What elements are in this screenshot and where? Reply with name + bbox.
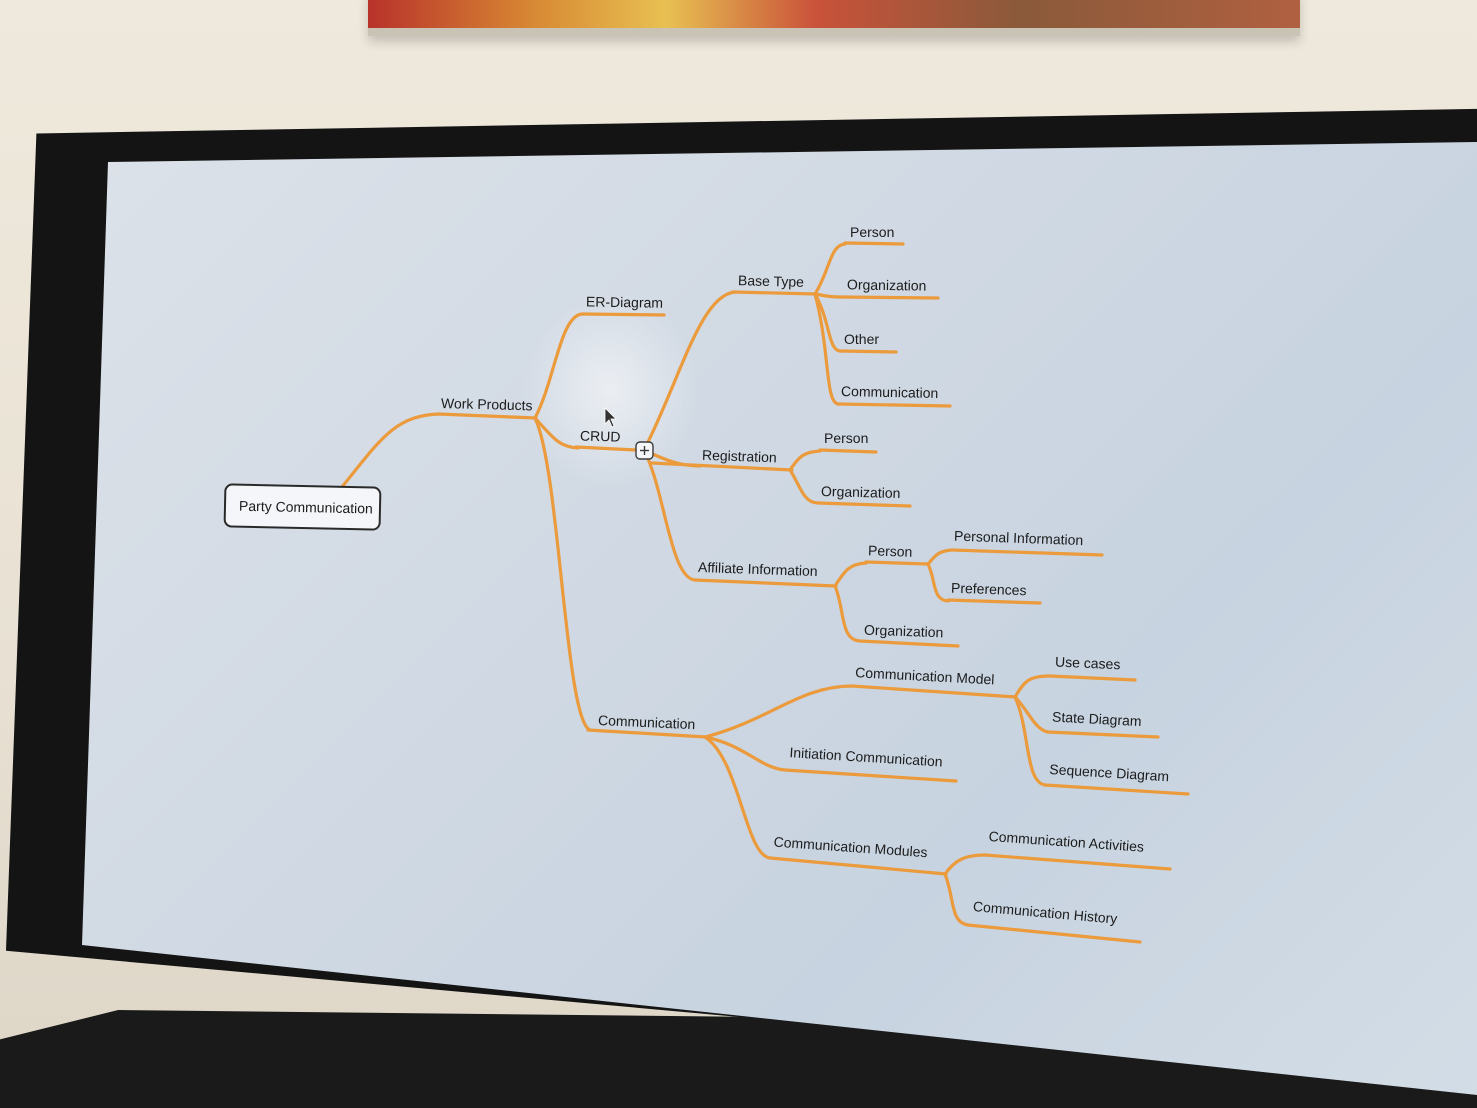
link-crud-basetype <box>642 290 737 452</box>
link-workproducts-erdiagram <box>533 312 584 420</box>
link-affiliate-person <box>833 561 868 588</box>
node-affiliate-person[interactable]: Person <box>868 542 913 560</box>
link-root-workproducts <box>340 412 442 489</box>
link-communication-modules <box>703 735 772 860</box>
root-label: Party Communication <box>239 498 373 517</box>
link-modules-history <box>943 872 970 927</box>
link-basetype-other <box>813 292 842 353</box>
node-communication-activities[interactable]: Communication Activities <box>988 828 1144 855</box>
node-er-diagram[interactable]: ER-Diagram <box>586 293 663 310</box>
mindmap-underlines <box>436 241 1190 944</box>
node-base-type-communication[interactable]: Communication <box>841 383 939 401</box>
node-initiation-communication[interactable]: Initiation Communication <box>789 744 943 769</box>
node-crud[interactable]: CRUD <box>580 428 621 445</box>
node-base-type-person[interactable]: Person <box>850 224 894 240</box>
node-base-type-organization[interactable]: Organization <box>847 276 927 293</box>
node-affiliate-organization[interactable]: Organization <box>864 622 944 641</box>
mindmap-links <box>340 242 1052 927</box>
mouse-cursor-icon <box>604 407 617 428</box>
link-communication-model <box>703 684 854 739</box>
link-registration-organization <box>788 468 820 505</box>
link-registration-person <box>788 449 822 472</box>
node-communication-modules[interactable]: Communication Modules <box>773 834 928 861</box>
node-communication-history[interactable]: Communication History <box>972 898 1118 927</box>
expand-collapse-icon[interactable] <box>635 441 654 460</box>
node-preferences[interactable]: Preferences <box>951 580 1027 599</box>
node-sequence-diagram[interactable]: Sequence Diagram <box>1049 761 1170 784</box>
link-crud-affiliate <box>642 448 697 582</box>
node-work-products[interactable]: Work Products <box>441 395 533 413</box>
link-model-sequencediagram <box>1013 695 1047 787</box>
link-basetype-organization <box>813 292 844 299</box>
link-communication-initiation <box>703 735 787 772</box>
link-person-personalinfo <box>926 548 954 566</box>
node-affiliate-information[interactable]: Affiliate Information <box>698 559 818 579</box>
node-personal-information[interactable]: Personal Information <box>954 528 1084 548</box>
node-base-type-other[interactable]: Other <box>844 331 879 347</box>
node-registration-person[interactable]: Person <box>824 430 868 446</box>
link-basetype-communication <box>813 292 840 406</box>
node-communication[interactable]: Communication <box>598 712 696 732</box>
node-registration[interactable]: Registration <box>702 447 777 466</box>
node-state-diagram[interactable]: State Diagram <box>1052 709 1142 730</box>
node-use-cases[interactable]: Use cases <box>1055 653 1121 672</box>
link-workproducts-crud <box>533 416 580 450</box>
link-workproducts-communication <box>533 416 592 732</box>
node-registration-organization[interactable]: Organization <box>821 483 901 501</box>
node-base-type[interactable]: Base Type <box>738 272 805 290</box>
link-basetype-person <box>813 242 847 296</box>
root-node[interactable]: Party Communication <box>223 483 382 531</box>
link-person-preferences <box>926 562 950 603</box>
wall-painting <box>368 0 1300 36</box>
link-model-usecases <box>1013 674 1052 699</box>
link-affiliate-organization <box>833 584 862 643</box>
link-modules-activities <box>943 853 987 876</box>
mindmap-labels: Work Products ER-Diagram CRUD Base Type … <box>441 224 1170 927</box>
node-communication-model[interactable]: Communication Model <box>855 664 995 687</box>
